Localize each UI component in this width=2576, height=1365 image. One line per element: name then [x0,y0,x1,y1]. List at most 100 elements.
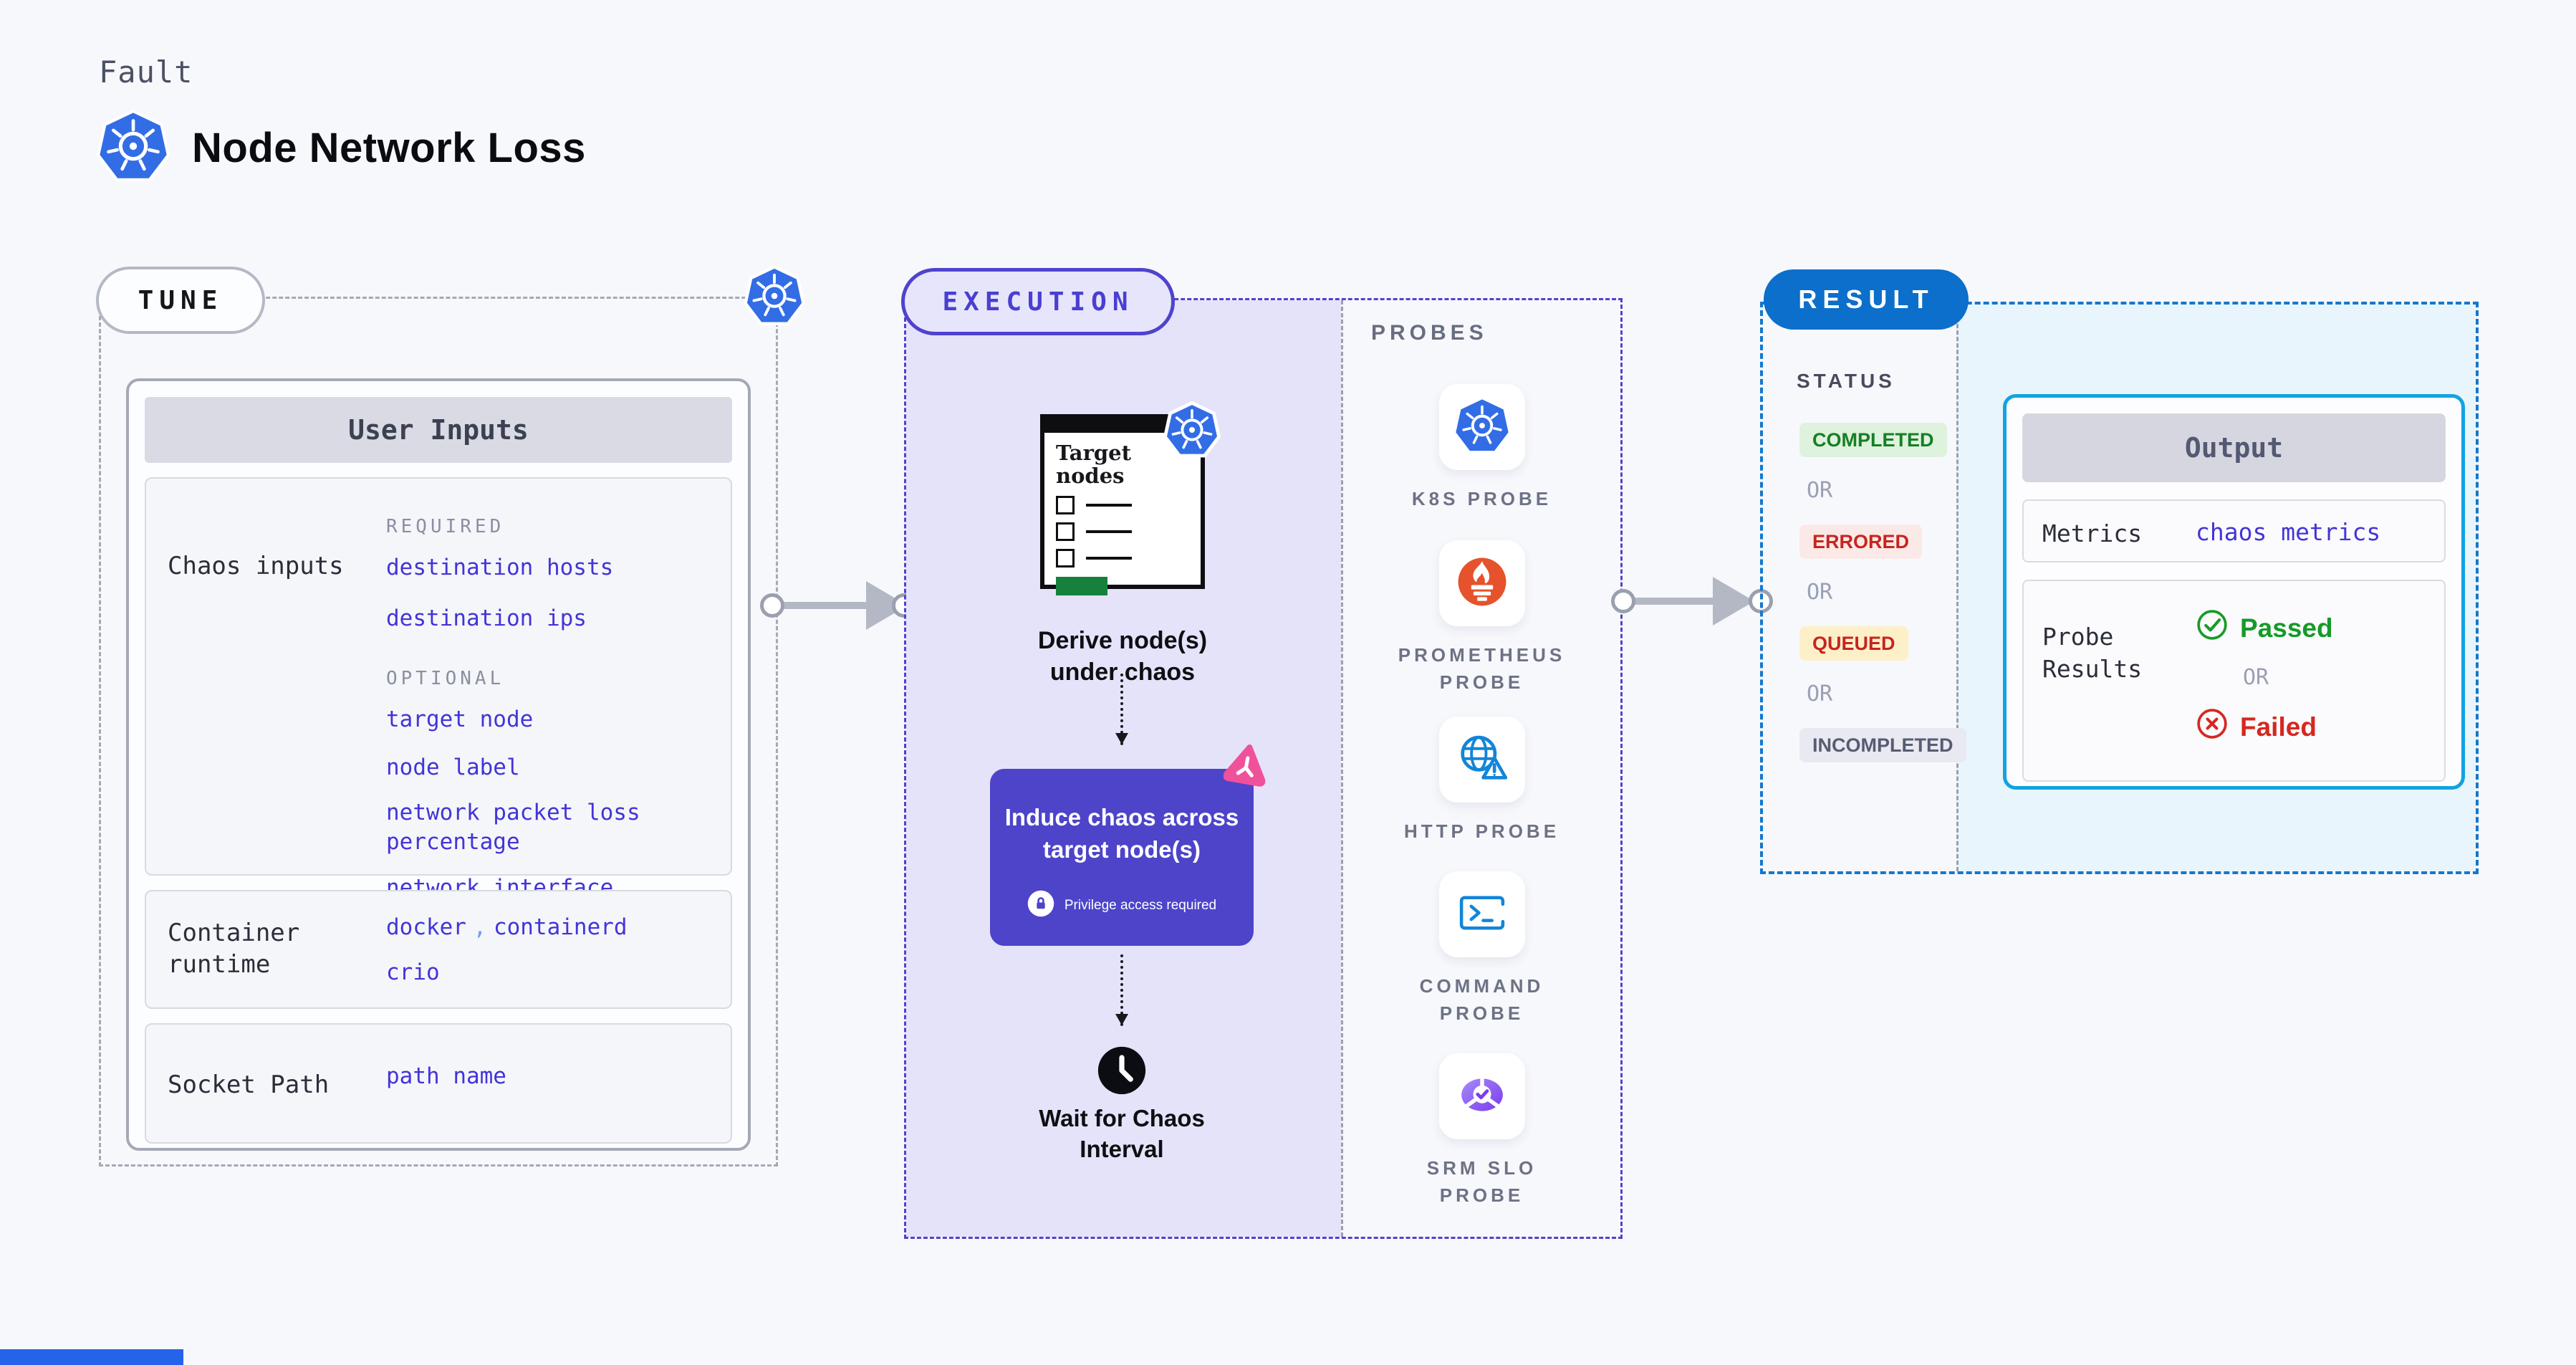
chaos-inputs-values: REQUIRED destination hosts destination i… [386,516,723,903]
probe-label: COMMAND PROBE [1419,975,1544,1024]
clock-icon [1096,1045,1148,1099]
status-badge-queued: QUEUED [1799,626,1908,661]
target-nodes-titlebar [1044,418,1201,433]
probe-results-label: Probe Results [2042,623,2143,683]
green-button-bar [1056,576,1107,595]
metrics-value[interactable]: chaos metrics [2196,518,2381,546]
chaos-pink-icon [1223,742,1269,791]
http-globe-icon [1454,730,1510,789]
socket-path-row: Socket Path path name [145,1023,732,1144]
induce-chaos-box: Induce chaos across target node(s) Privi… [990,769,1254,946]
passed-line: Passed [2196,608,2333,648]
user-inputs-header: User Inputs [145,397,732,463]
chaos-inputs-label: Chaos inputs [168,552,344,580]
socket-path-value[interactable]: path name [386,1063,506,1089]
status-heading: STATUS [1797,370,1895,392]
flow-down-arrow [1115,674,1128,745]
checkbox-icon [1056,522,1075,541]
checkbox-icon [1056,495,1075,514]
checkbox-row [1056,522,1189,541]
checkbox-row [1056,548,1189,567]
probe-card [1438,384,1525,470]
input-link[interactable]: network packet loss percentage [386,799,640,855]
title-row: Node Network Loss [96,107,586,188]
or-label: OR [2243,665,2269,690]
tune-pill: TUNE [96,267,265,334]
failed-line: Failed [2196,707,2333,747]
required-heading: REQUIRED [386,516,505,537]
or-label: OR [1807,478,1833,503]
kubernetes-icon [96,107,170,188]
kubernetes-icon [744,264,805,331]
probe-card [1438,717,1525,803]
probe-label: K8S PROBE [1411,488,1552,509]
output-card: Output Metrics chaos metrics Probe Resul… [2003,394,2465,790]
socket-path-label: Socket Path [168,1071,330,1099]
probe-item: HTTP PROBE [1343,717,1620,846]
privilege-badge-label: Privilege access required [1064,898,1217,914]
checkbox-row [1056,495,1189,514]
probe-results-values: Passed OR Failed [2196,608,2333,747]
status-badge-completed: COMPLETED [1799,423,1947,457]
input-link[interactable]: node label [386,754,520,780]
x-circle-icon [2196,707,2229,747]
probe-label: HTTP PROBE [1403,820,1560,842]
failed-label: Failed [2240,712,2317,742]
input-link[interactable]: destination ips [386,605,587,631]
input-link[interactable]: target node [386,706,534,732]
or-label: OR [1807,580,1833,605]
lock-icon [1027,890,1054,921]
probe-item: K8S PROBE [1343,384,1620,513]
probe-card [1438,540,1525,626]
flow-arrow [1611,576,1773,626]
prometheus-icon [1455,555,1509,612]
runtime-separator: , [473,914,487,940]
checkbox-icon [1056,548,1075,567]
probe-item: SRM SLO PROBE [1343,1053,1620,1209]
flow-down-arrow [1115,954,1128,1026]
or-label: OR [1807,681,1833,707]
probe-item: COMMAND PROBE [1343,871,1620,1027]
probe-results-row: Probe Results Passed OR Failed [2022,580,2446,782]
runtime-value[interactable]: containerd [493,914,628,940]
container-runtime-row: Container runtime docker , containerd cr… [145,890,732,1009]
kubernetes-icon [1163,400,1221,463]
user-inputs-card: User Inputs Chaos inputs REQUIRED destin… [126,378,751,1151]
derive-nodes-caption: Derive node(s) under chaos [1037,627,1208,686]
execution-pill: EXECUTION [901,268,1175,335]
wait-interval-caption: Wait for Chaos Interval [1039,1105,1205,1162]
kubernetes-icon [1454,398,1510,456]
probes-heading: PROBES [1371,321,1488,345]
status-badge-incompleted: INCOMPLETED [1799,728,1966,762]
output-header: Output [2022,413,2446,482]
target-nodes-title: Target nodes [1056,441,1131,489]
probe-label: SRM SLO PROBE [1426,1157,1537,1206]
runtime-value[interactable]: docker [386,914,466,940]
probe-label: PROMETHEUS PROBE [1398,644,1566,693]
probe-card [1438,871,1525,957]
srm-slo-icon [1454,1067,1510,1126]
bottom-left-accent-bar [0,1349,183,1365]
optional-heading: OPTIONAL [386,667,505,689]
tune-section-box [99,297,778,1167]
passed-label: Passed [2240,613,2333,643]
probe-card [1438,1053,1525,1139]
status-badge-errored: ERRORED [1799,525,1923,559]
induce-chaos-title: Induce chaos across target node(s) [1004,804,1239,863]
fault-eyebrow: Fault [99,54,193,90]
status-badges: COMPLETED OR ERRORED OR QUEUED OR INCOMP… [1799,423,1966,784]
privilege-badge: Privilege access required [990,890,1254,921]
check-circle-icon [2196,608,2229,648]
metrics-row: Metrics chaos metrics [2022,499,2446,562]
probes-area [1341,300,1620,1237]
target-nodes-card: Target nodes [1040,414,1205,595]
probe-item: PROMETHEUS PROBE [1343,540,1620,696]
page-title: Node Network Loss [192,124,586,171]
chaos-inputs-row: Chaos inputs REQUIRED destination hosts … [145,477,732,901]
result-pill: RESULT [1764,269,1969,330]
runtime-value[interactable]: crio [386,959,440,985]
container-runtime-label: Container runtime [168,919,300,980]
terminal-icon [1455,886,1509,943]
input-link[interactable]: destination hosts [386,555,614,580]
